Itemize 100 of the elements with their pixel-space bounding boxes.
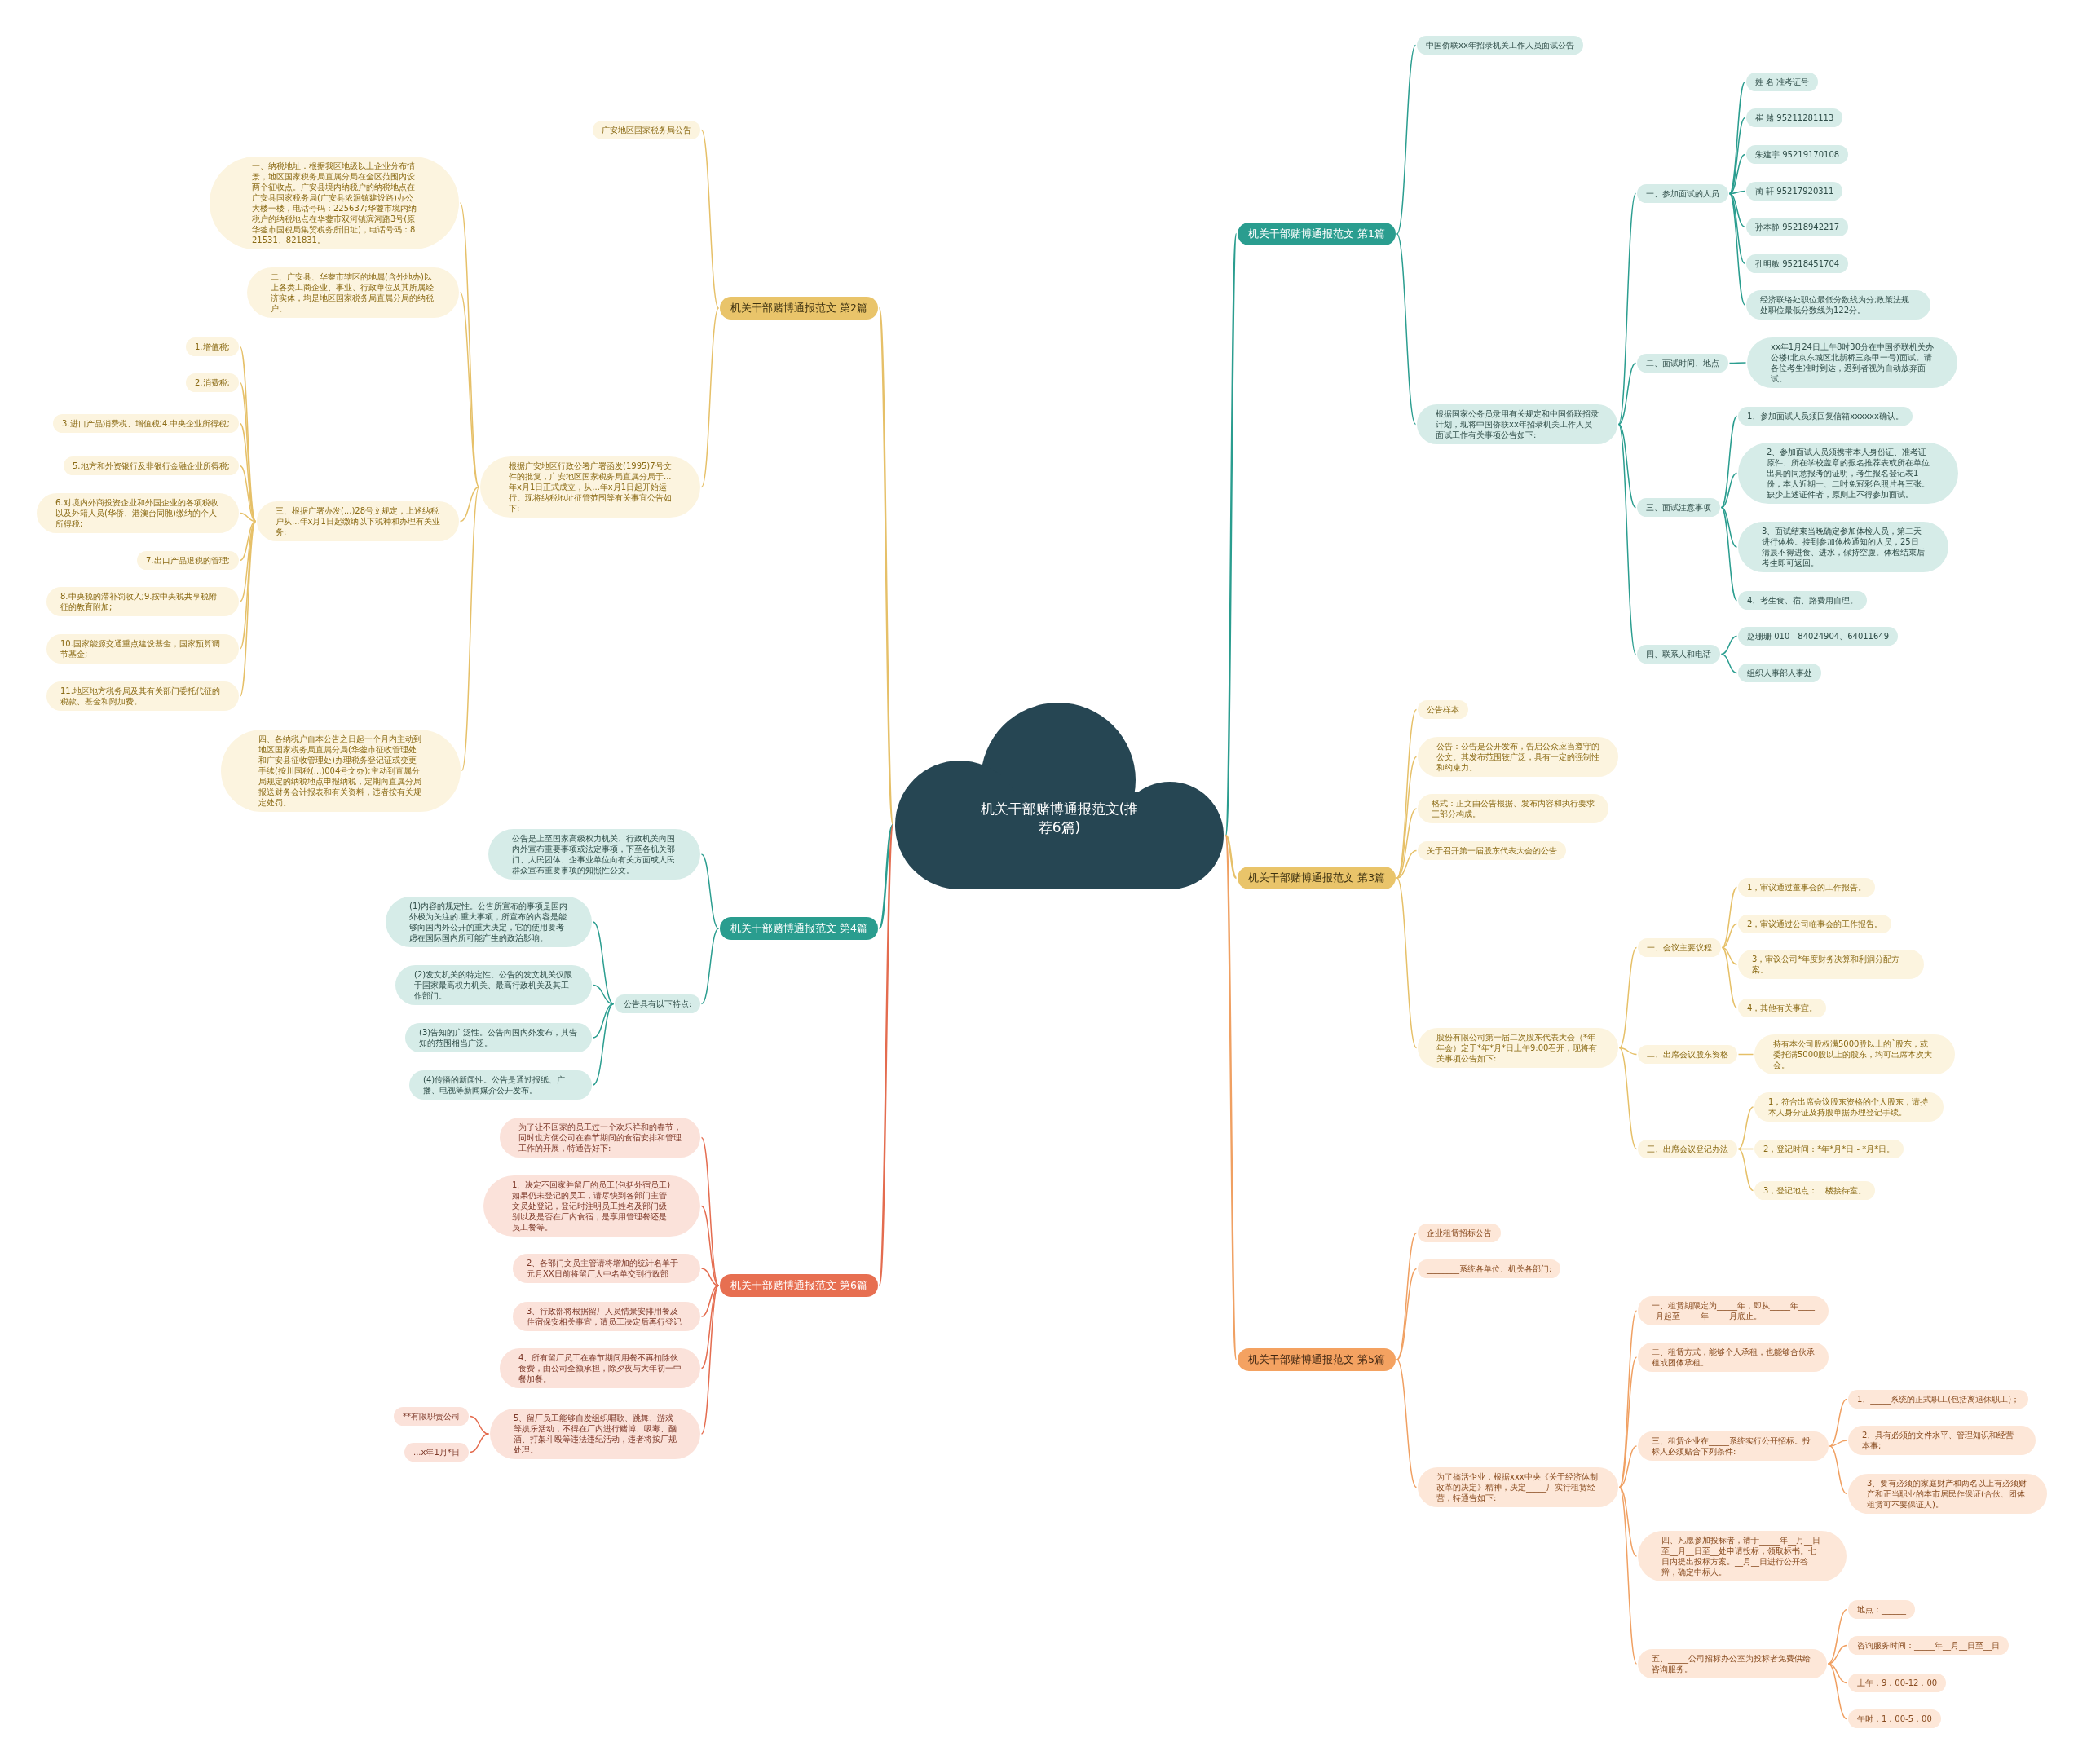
connector-line (239, 512, 257, 523)
subtopic-bubble: **有限职责公司 (394, 1407, 469, 1426)
connector-line (1827, 1663, 1848, 1684)
connector-line (1396, 233, 1417, 426)
connector-line (1618, 1486, 1638, 1665)
connector-line (700, 129, 720, 309)
connector-line (878, 824, 894, 1286)
subtopic-bubble: 3，登记地点：二楼接待室。 (1754, 1181, 1876, 1200)
subtopic-bubble: 二、租赁方式，能够个人承租，也能够合伙承租或团体承租。 (1638, 1343, 1829, 1372)
subtopic-bubble: 格式：正文由公告根据、发布内容和执行要求三部分构成。 (1418, 794, 1608, 823)
connector-line (1721, 923, 1738, 949)
connector-line (1720, 635, 1738, 655)
connector-line (878, 824, 894, 929)
subtopic-bubble: 姓 名 准考证号 (1746, 73, 1819, 91)
connector-line (1396, 756, 1418, 879)
subtopic-bubble: 公告是上至国家高级权力机关、行政机关向国内外宣布重要事项或法定事项，下至各机关部门、人民团体、企事业单位向有关方面或人民群众宣布重要事项的知照性公文。 (488, 829, 700, 880)
connector-line (700, 1285, 720, 1369)
connector-line (469, 1433, 490, 1453)
subtopic-bubble: 三、出席会议登记办法 (1638, 1140, 1737, 1158)
connector-line (1728, 362, 1747, 364)
connector-line (1396, 708, 1418, 879)
connector-line (1737, 1106, 1754, 1150)
subtopic-bubble: 四、凡愿参加投标者，请于_____年__月__日至__月__日至__处申请投标，领取标书。七日内提出投标方案。__月__日进行公开答辩，确定中标人。 (1638, 1531, 1847, 1581)
connector-line (592, 1003, 615, 1086)
subtopic-bubble: 2、各部门文员主管请将增加的统计名单于元月XX日前将留厂人中名单交到行政部 (513, 1254, 700, 1283)
branch-topic: 机关干部赌博通报范文 第4篇 (720, 917, 878, 940)
connector-line (1721, 886, 1738, 949)
connector-line (1618, 1047, 1638, 1056)
subtopic-bubble: 一、会议主要议程 (1638, 938, 1721, 957)
connector-line (459, 202, 480, 488)
connector-line (1396, 1232, 1418, 1360)
subtopic-bubble: 四、各纳税户自本公告之日起一个月内主动到地区国家税务局直属分局(华蓥市征收管理处和广安县征收管理处)办理税务登记证或变更手续(按川国税(...)004号文办);主动到直属分局规定的纳税地点申报纳税，定期向直属分局报送财务会计报表和有关资料，违者按有关规定处罚。 (221, 730, 461, 812)
subtopic-bubble: 3.进口产品消费税、增值税;4.中央企业所得税; (53, 414, 239, 433)
connector-line (1617, 362, 1637, 426)
connector-line (239, 381, 257, 523)
subtopic-bubble: 为了让不回家的员工过一个欢乐祥和的春节，同时也方便公司在春节期间的食宿安排和管理工作的开展，特通告好下: (500, 1118, 700, 1158)
subtopic-bubble: 蔺 轩 95217920311 (1746, 182, 1843, 201)
subtopic-bubble: 一、租赁期限定为_____年，即从_____年_____月起至_____年_____月底止。 (1638, 1296, 1829, 1325)
subtopic-bubble: 经济联络处职位最低分数线为分;政策法规处职位最低分数线为122分。 (1746, 290, 1930, 320)
subtopic-bubble: 1，符合出席会议股东资格的个人股东，请持本人身分证及持股单据办理登记手续。 (1754, 1092, 1944, 1122)
subtopic-bubble: 7.出口产品退税的管理; (137, 551, 239, 570)
subtopic-bubble: 2、参加面试人员须携带本人身份证、准考证原件、所在学校盖章的报名推荐表或所在单位出具的同意报考的证明，考生报名登记表1份，本人近期一、二吋免冠彩色照片各三张。缺少上述证件者，原则上不得参加面试。 (1738, 443, 1958, 504)
connector-line (1720, 506, 1738, 548)
subtopic-bubble: 二、广安县、华蓥市辖区的地属(含外地办)以上各类工商企业、事业、行政单位及其所属经济实体，均是地区国家税务局直属分局的纳税户。 (247, 267, 459, 318)
connector-line (1396, 808, 1418, 879)
connector-line (461, 486, 480, 772)
subtopic-bubble: 二、面试时间、地点 (1637, 354, 1728, 373)
subtopic-bubble: 4、所有留厂员工在春节期间用餐不再扣除伙食费，由公司全额承担，除夕夜与大年初一中餐加餐。 (500, 1348, 700, 1388)
connector-line (1617, 423, 1637, 655)
subtopic-bubble: 3、面试结束当晚确定参加体检人员，第二天进行体检。接到参加体检通知的人员，25日清晨不得进食、进水，保持空腹。体检结束后考生即可返回。 (1738, 522, 1948, 572)
connector-line (592, 984, 615, 1005)
connector-line (700, 1268, 720, 1286)
subtopic-bubble: 公告具有以下特点: (615, 994, 701, 1013)
connector-line (1737, 1053, 1754, 1056)
connector-line (1618, 1445, 1638, 1488)
connector-line (239, 520, 257, 562)
connector-line (700, 1136, 720, 1286)
subtopic-bubble: 1、决定不回家并留厂的员工(包括外宿员工)如果仍未登记的员工，请尽快到各部门主管文员处登记，登记时注明员工姓名及部门级别以及是否在厂内食宿，是享用管理餐还是员工餐等。 (483, 1175, 700, 1237)
subtopic-bubble: 午时：1：00-5：00 (1848, 1709, 1941, 1728)
connector-line (1617, 423, 1637, 509)
connector-line (1720, 472, 1738, 509)
connector-line (1396, 1268, 1418, 1360)
branch-topic: 机关干部赌博通报范文 第6篇 (720, 1274, 878, 1297)
subtopic-bubble: 一、纳税地址：根据我区地级以上企业分布情景，地区国家税务局直属分局在全区范围内设两个征收点。广安县境内纳税户的纳税地点在广安县国家税务局(广安县浓洄镇建设路)办公大楼一楼，电话号码：225637;华蓥市境内纳税户的纳税地点在华蓥市双河镇滨河路3号(原华蓥市国税局集贸税务所旧址)，电话号码：821531、821831。 (210, 157, 459, 249)
subtopic-bubble: 公告样本 (1418, 700, 1468, 719)
subtopic-bubble: 企业租赁招标公告 (1418, 1224, 1501, 1242)
connector-line (1737, 1148, 1754, 1192)
connector-line (1224, 233, 1238, 836)
connector-line (1721, 946, 1738, 965)
connector-line (239, 520, 257, 697)
subtopic-bubble: (2)发文机关的特定性。公告的发文机关仅限于国家最高权力机关、最高行政机关及其工作部门。 (395, 965, 592, 1005)
subtopic-bubble: 6.对境内外商投资企业和外国企业的各项税收以及外籍人员(华侨、港澳台同胞)缴纳的个人所得税; (37, 493, 239, 533)
connector-line (1396, 877, 1418, 1049)
subtopic-bubble: 四、联系人和电话 (1637, 645, 1720, 664)
connector-line (1728, 192, 1746, 228)
connector-line (592, 1003, 615, 1039)
central-cloud: 机关干部赌博通报范文(推荐6篇) (894, 703, 1224, 889)
subtopic-bubble: ...x年1月*日 (404, 1443, 469, 1462)
connector-line (239, 520, 257, 602)
subtopic-bubble: 10.国家能源交通重点建设基金，国家预算调节基金; (46, 634, 239, 664)
subtopic-bubble: 2、具有必须的文件水平、管理知识和经营本事; (1848, 1426, 2036, 1455)
connector-line (700, 1205, 720, 1286)
connector-line (1827, 1608, 1848, 1665)
connector-line (1618, 1356, 1638, 1488)
connector-line (592, 921, 615, 1005)
subtopic-bubble: 股份有限公司第一届二次股东代表大会（*年年会）定于*年*月*日上午9:00召开，现将有关事项公告如下: (1418, 1028, 1618, 1068)
branch-topic: 机关干部赌博通报范文 第1篇 (1238, 223, 1396, 245)
connector-line (700, 307, 720, 488)
subtopic-bubble: 为了搞活企业，根据xxx中央《关于经济体制改革的决定》精神，决定_____厂实行租赁经营，特通告如下: (1418, 1467, 1618, 1507)
subtopic-bubble: (3)告知的广泛性。公告向国内外发布，其告知的范围相当广泛。 (405, 1023, 592, 1052)
subtopic-bubble: 根据国家公务员录用有关规定和中国侨联招录计划，现将中国侨联xx年招录机关工作人员面试工作有关事项公告如下: (1417, 404, 1617, 444)
connector-line (1829, 1445, 1848, 1495)
subtopic-bubble: 朱建宇 95219170108 (1746, 145, 1849, 164)
subtopic-bubble: 2，登记时间：*年*月*日 - *月*日。 (1754, 1140, 1904, 1158)
subtopic-bubble: 组织人事部人事处 (1738, 664, 1821, 682)
connector-line (1224, 835, 1238, 879)
connector-line (1720, 506, 1738, 602)
subtopic-bubble: 咨询服务时间：_____年__月__日至__日 (1848, 1636, 2009, 1655)
connector-line (1721, 946, 1738, 1009)
connector-line (1618, 1047, 1638, 1150)
